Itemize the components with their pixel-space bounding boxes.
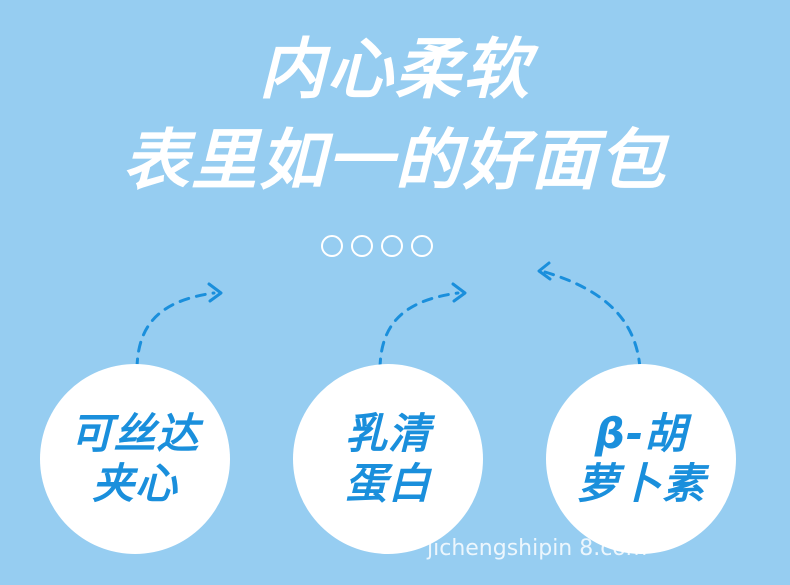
feature-custard-filling: 可丝达 夹心	[40, 364, 230, 554]
arrow-head-middle	[451, 282, 467, 303]
carousel-dot[interactable]	[321, 235, 343, 257]
carousel-dot[interactable]	[351, 235, 373, 257]
feature-label-line-1: 乳清	[344, 409, 431, 458]
feature-label-line-2: 夹心	[91, 459, 178, 508]
feature-beta-carotene: β-胡 萝卜素	[546, 364, 736, 554]
carousel-indicator	[321, 235, 433, 257]
arrow-head-right	[537, 261, 552, 281]
watermark-text: jichengshipin 8.com	[427, 536, 648, 561]
headline-line-1: 内心柔软	[259, 31, 531, 108]
arrow-curve-middle	[378, 291, 460, 370]
feature-label-line-2: 蛋白	[344, 459, 431, 508]
arrow-head-left	[207, 282, 223, 303]
arrow-curve-right	[543, 270, 642, 370]
feature-whey-protein: 乳清 蛋白	[293, 364, 483, 554]
arrow-curve-left	[135, 291, 216, 370]
feature-label-line-1: 可丝达	[70, 409, 200, 458]
headline-line-2: 表里如一的好面包	[123, 122, 667, 199]
feature-label-line-2: 萝卜素	[576, 459, 706, 508]
carousel-dot[interactable]	[411, 235, 433, 257]
carousel-dot[interactable]	[381, 235, 403, 257]
feature-label-line-1: β-胡	[594, 409, 688, 458]
